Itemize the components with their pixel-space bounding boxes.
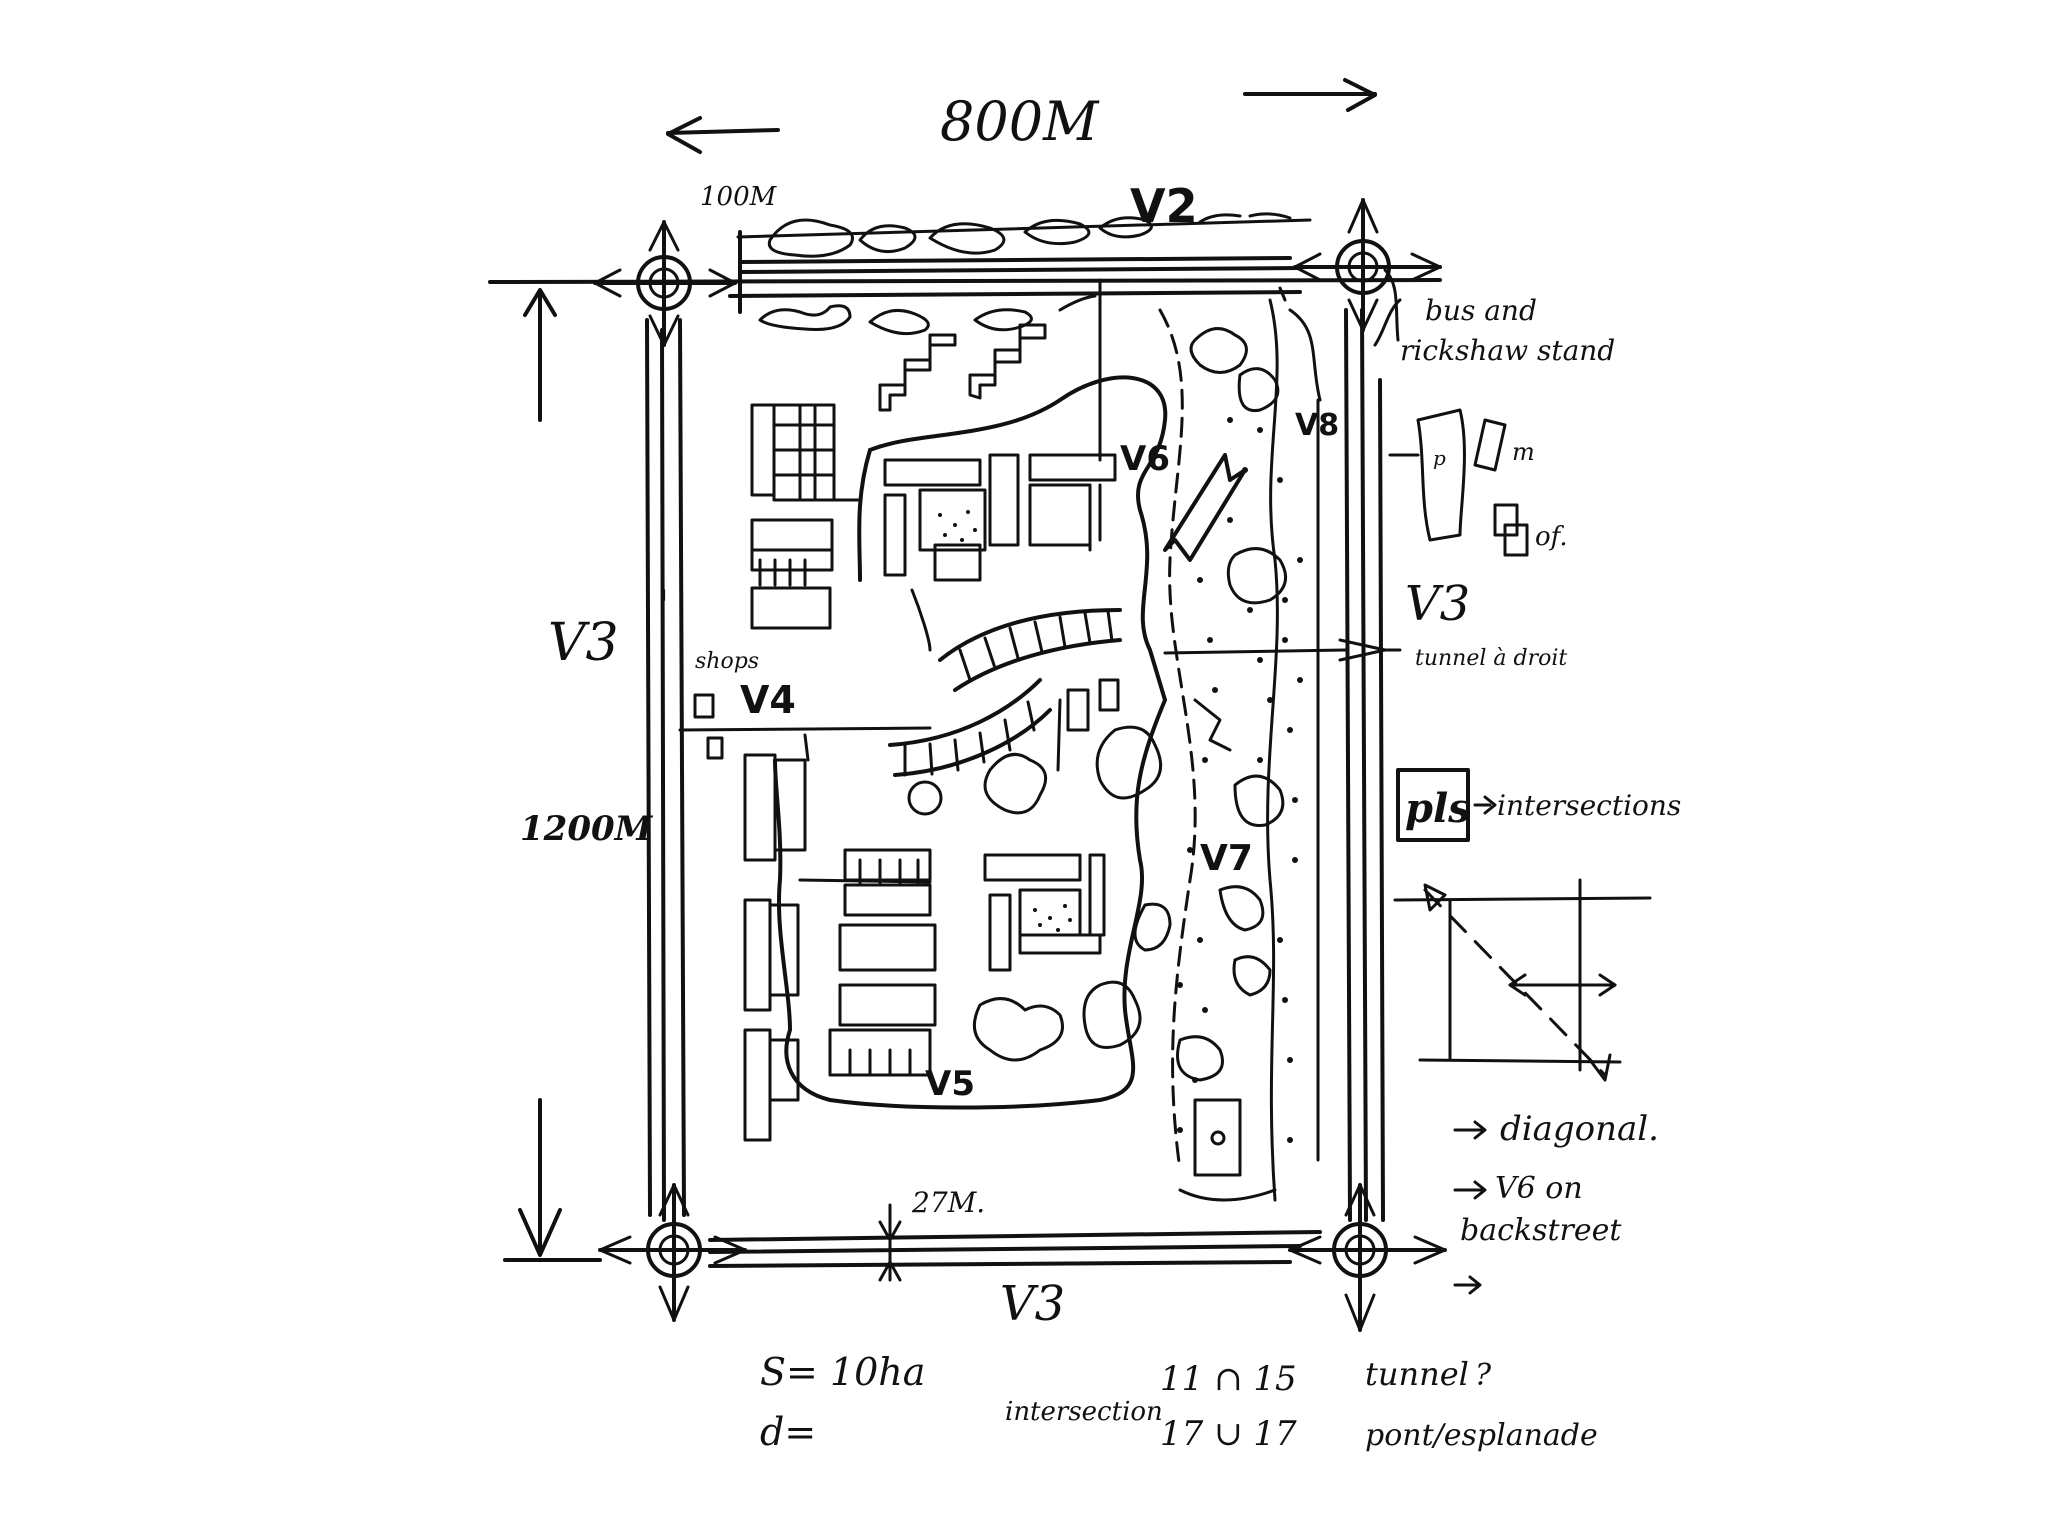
- bus-note-1: bus and: [1425, 294, 1537, 327]
- tree-icon: [972, 997, 1064, 1062]
- road-v3-left-band: [645, 318, 686, 1222]
- arrow-right-icon: [1343, 78, 1377, 112]
- v6-backstreet-note-1: V6 on: [1495, 1171, 1583, 1206]
- road-v3-bottom: V3: [1000, 1276, 1065, 1332]
- road-v7-label: V7: [1200, 838, 1253, 879]
- tree-icon: [1095, 725, 1163, 800]
- road-v4: V4 shops: [678, 649, 932, 762]
- buildings-upper-left: V6: [750, 323, 1170, 630]
- shops-note: shops: [695, 649, 759, 674]
- intersection-row-1-q: ?: [1475, 1358, 1492, 1393]
- formulas: S= 10ha d= intersection 11 ∩ 15 tunnel ?…: [760, 1350, 1598, 1454]
- road-v6-label: V6: [1120, 439, 1170, 479]
- buildings-lower-left: V5: [743, 678, 1120, 1142]
- intersection-row-1-word: tunnel: [1365, 1355, 1469, 1393]
- arrow-left-icon: [666, 116, 702, 154]
- tree-icon: [1133, 902, 1172, 952]
- green-strip-east: V8 V7: [1158, 298, 1339, 1202]
- road-v2-label: V2: [1130, 179, 1198, 233]
- roundabout-top-left: [593, 220, 737, 347]
- pls-note: pls: [1405, 785, 1471, 832]
- dimension-100m: 100M: [700, 182, 778, 212]
- diagonal-note: diagonal.: [1500, 1109, 1659, 1149]
- arrow-icon: [1453, 1275, 1482, 1295]
- top-dimension: 800M: [666, 78, 1377, 154]
- arrow-icon: [1453, 1180, 1487, 1200]
- tree-icon: [1232, 955, 1272, 997]
- v6-backstreet-note-2: backstreet: [1460, 1213, 1622, 1248]
- intersection-row-2-nums: 17 ∪ 17: [1160, 1414, 1297, 1454]
- dimension-800m: 800M: [940, 90, 1100, 153]
- building-icon: [693, 693, 715, 719]
- density-formula: d=: [760, 1410, 816, 1454]
- dimension-1200m: 1200M: [520, 809, 654, 849]
- road-v2-band: V2 100M: [488, 179, 1442, 336]
- curved-bridge-lower: [888, 678, 1052, 777]
- tunnel-note: tunnel à droit: [1415, 646, 1567, 671]
- arrow-icon: [1453, 1120, 1487, 1140]
- park-trees: [972, 725, 1172, 1062]
- left-dimension: 1200M V3: [503, 288, 654, 1262]
- tree-icon: [1226, 547, 1288, 605]
- bus-stand-notes: bus and rickshaw stand p m of. tunnel à …: [1373, 268, 1615, 671]
- tree-icon: [1218, 885, 1265, 932]
- intersections-note: intersections: [1497, 789, 1681, 822]
- tree-icon: [983, 752, 1048, 815]
- road-v3-right: V3: [1405, 576, 1470, 632]
- central-park-outline: [773, 278, 1402, 1110]
- bus-note-2: rickshaw stand: [1400, 334, 1615, 367]
- parking-note: p: [1433, 446, 1446, 470]
- intersection-label: intersection: [1005, 1397, 1163, 1427]
- road-v8-label: V8: [1295, 408, 1339, 443]
- arrow-up-icon: [523, 288, 557, 317]
- tree-icon: [1082, 980, 1142, 1049]
- stipple-courtyards: [938, 510, 1072, 932]
- road-v4-label: V4: [740, 678, 796, 722]
- roundabout-bottom-right: [1288, 1183, 1447, 1332]
- tree-icon: [1233, 774, 1285, 827]
- road-v3-right-band: V3: [1344, 308, 1470, 1222]
- intersection-legend: pls intersections diagonal. V6 on backst…: [1393, 768, 1681, 1295]
- tree-icon: [1237, 367, 1280, 413]
- road-v3-left: V3: [548, 613, 619, 673]
- roundabout-top-right: [1293, 198, 1442, 332]
- area-formula: S= 10ha: [760, 1350, 925, 1394]
- tree-icon: [1176, 1035, 1224, 1082]
- tree-icon: [1189, 327, 1248, 374]
- intersection-row-1-nums: 11 ∩ 15: [1160, 1359, 1297, 1399]
- m-note: m: [1512, 438, 1535, 466]
- intersection-row-2-word: pont/esplanade: [1365, 1418, 1598, 1453]
- dimension-27m: 27M.: [911, 1186, 985, 1219]
- road-v5-label: V5: [925, 1064, 975, 1104]
- of-note: of.: [1535, 522, 1568, 552]
- arrow-down-icon: [518, 1208, 562, 1257]
- building-icon: [706, 736, 724, 760]
- road-v3-bottom-band: 27M. V3: [708, 1186, 1322, 1332]
- curved-bridge-upper: [938, 608, 1122, 692]
